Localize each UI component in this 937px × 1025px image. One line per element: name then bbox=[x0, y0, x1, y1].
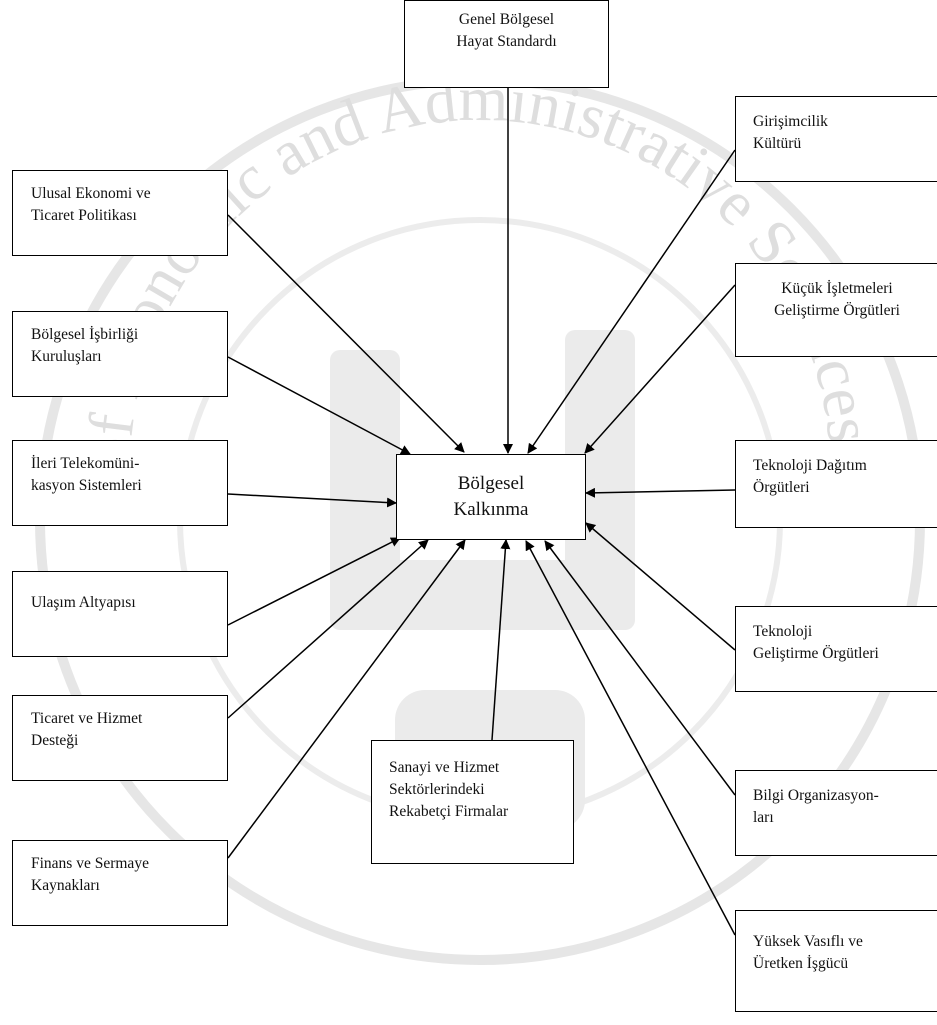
center-line: Bölgesel bbox=[457, 473, 525, 494]
arrow-ulasim-altyapisi bbox=[227, 537, 401, 626]
box-line: Ulusal Ekonomi ve bbox=[31, 185, 151, 202]
arrow-ulusal-ekonomi bbox=[227, 214, 465, 453]
box-ticaret-ve-hizmet-destegi: Ticaret ve Hizmet Desteği bbox=[12, 695, 228, 781]
box-line: Ticaret Politikası bbox=[31, 207, 137, 224]
arrow-bolgesel-isbirligi bbox=[227, 356, 411, 455]
box-teknoloji-gelistirme-orgutleri: Teknoloji Geliştirme Örgütleri bbox=[735, 606, 937, 692]
box-girisimcilik-kulturu: Girişimcilik Kültürü bbox=[735, 96, 937, 182]
box-rekabetci-firmalar: Sanayi ve Hizmet Sektörlerindeki Rekabet… bbox=[371, 740, 574, 864]
box-finans-ve-sermaye-kaynaklari: Finans ve Sermaye Kaynakları bbox=[12, 840, 228, 926]
box-line: Teknoloji Dağıtım bbox=[753, 457, 867, 474]
arrow-teknoloji-dagitim bbox=[585, 487, 736, 498]
arrow-finans-ve-sermaye bbox=[227, 539, 466, 859]
box-line: Sanayi ve Hizmet bbox=[389, 759, 500, 776]
box-line: Sektörlerindeki bbox=[389, 781, 485, 798]
box-yuksek-vasifli-ve-uretken-isgucu: Yüksek Vasıflı ve Üretken İşgücü bbox=[735, 910, 937, 1012]
box-line: Ulaşım Altyapısı bbox=[31, 594, 136, 611]
center-box-bolgesel-kalkinma: Bölgesel Kalkınma bbox=[396, 454, 586, 540]
box-line: Ticaret ve Hizmet bbox=[31, 710, 143, 727]
box-line: Genel Bölgesel bbox=[458, 11, 555, 28]
arrow-kucuk-isletmeleri bbox=[584, 284, 736, 454]
box-line: Rekabetçi Firmalar bbox=[389, 803, 509, 820]
box-line: Hayat Standardı bbox=[456, 33, 557, 50]
arrow-yuksek-vasifli bbox=[525, 540, 736, 936]
arrow-girisimcilik bbox=[527, 149, 736, 454]
box-line: Geliştirme Örgütleri bbox=[753, 645, 879, 662]
box-ulasim-altyapisi: Ulaşım Altyapısı bbox=[12, 571, 228, 657]
box-line: Girişimcilik bbox=[753, 113, 828, 130]
arrow-rekabetci-firmalar bbox=[491, 539, 511, 741]
arrow-teknoloji-gelistirme bbox=[585, 522, 736, 651]
box-line: Örgütleri bbox=[753, 479, 810, 496]
box-line: Küçük İşletmeleri bbox=[781, 280, 893, 297]
arrow-bilgi-organizasyonlari bbox=[544, 540, 736, 796]
box-ulusal-ekonomi-ve-ticaret-politikasi: Ulusal Ekonomi ve Ticaret Politikası bbox=[12, 170, 228, 256]
box-bilgi-organizasyonlari: Bilgi Organizasyon- ları bbox=[735, 770, 937, 856]
box-line: Bilgi Organizasyon- bbox=[753, 787, 879, 804]
box-genel-bolgesel-hayat-standardi: Genel Bölgesel Hayat Standardı bbox=[404, 0, 609, 88]
box-line: Üretken İşgücü bbox=[753, 955, 849, 972]
box-line: Finans ve Sermaye bbox=[31, 855, 149, 872]
box-ileri-telekomunikasyon-sistemleri: İleri Telekomüni- kasyon Sistemleri bbox=[12, 440, 228, 526]
box-bolgesel-isbirligi-kuruluslari: Bölgesel İşbirliği Kuruluşları bbox=[12, 311, 228, 397]
box-line: ları bbox=[753, 809, 774, 826]
box-line: Bölgesel İşbirliği bbox=[31, 326, 139, 343]
box-line: Kültürü bbox=[753, 135, 802, 152]
arrow-ileri-telekomunikasyon bbox=[227, 493, 397, 508]
box-line: kasyon Sistemleri bbox=[31, 477, 142, 494]
center-line: Kalkınma bbox=[453, 499, 529, 520]
box-teknoloji-dagitim-orgutleri: Teknoloji Dağıtım Örgütleri bbox=[735, 440, 937, 528]
arrow-ticaret-ve-hizmet bbox=[227, 539, 429, 719]
box-line: Teknoloji bbox=[753, 623, 813, 640]
box-line: İleri Telekomüni- bbox=[31, 455, 140, 472]
box-line: Kaynakları bbox=[31, 877, 100, 894]
box-line: Geliştirme Örgütleri bbox=[774, 302, 900, 319]
box-line: Desteği bbox=[31, 732, 79, 749]
box-kucuk-isletmeleri-gelistirme-orgutleri: Küçük İşletmeleri Geliştirme Örgütleri bbox=[735, 263, 937, 357]
box-line: Yüksek Vasıflı ve bbox=[753, 933, 863, 950]
box-line: Kuruluşları bbox=[31, 348, 102, 365]
